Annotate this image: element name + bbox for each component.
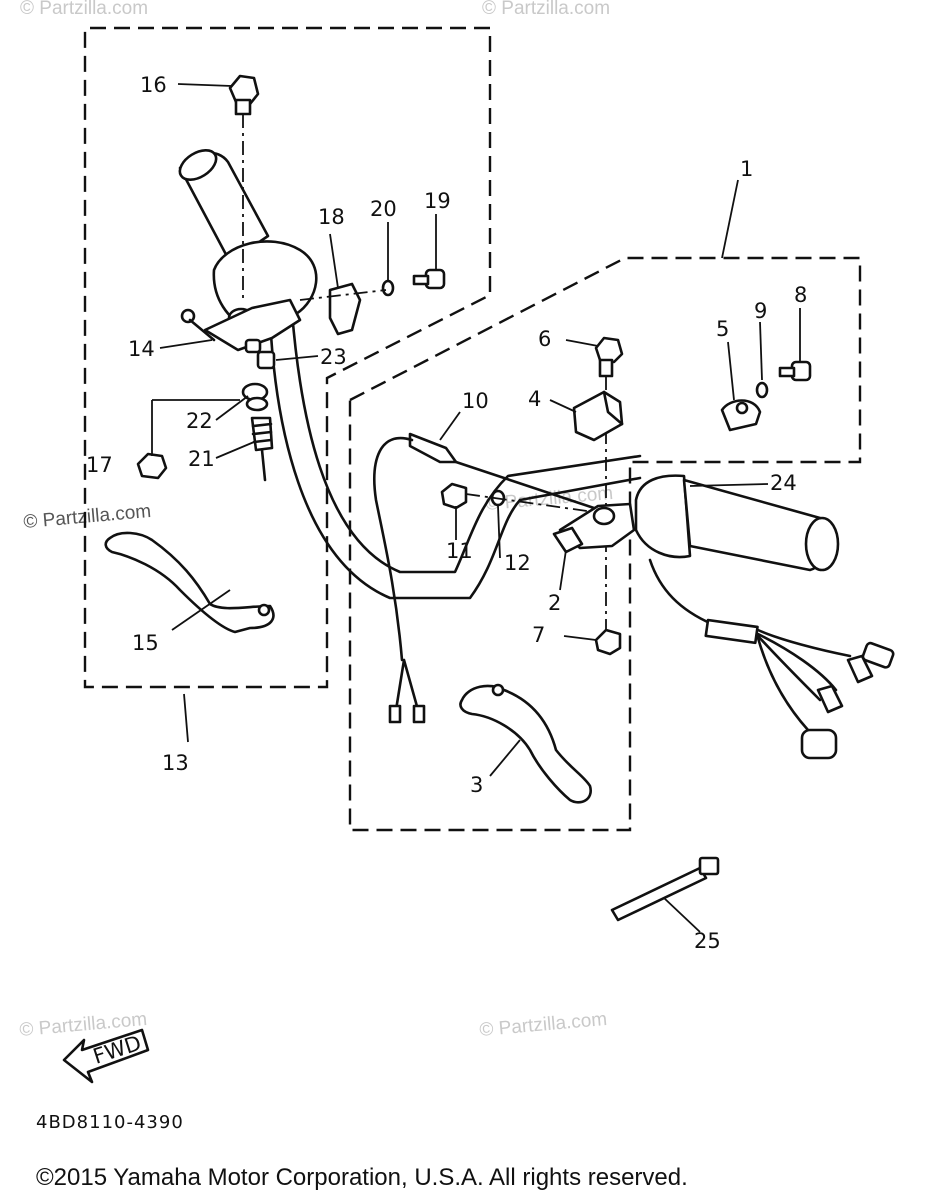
- screw-19: [412, 268, 446, 290]
- fwd-label: FWD: [90, 1031, 144, 1069]
- grip-switch-24: [634, 474, 895, 760]
- callout-23: 23: [320, 345, 347, 369]
- cable-tie-25: [610, 856, 720, 922]
- left-grip: [178, 149, 318, 332]
- assembly-13-outline: [83, 26, 492, 689]
- callout-17: 17: [86, 453, 113, 477]
- callout-8: 8: [794, 283, 807, 307]
- copyright: ©2015 Yamaha Motor Corporation, U.S.A. A…: [36, 1164, 688, 1191]
- bolt-16: [228, 74, 260, 300]
- nut-7: [594, 628, 622, 656]
- centerline-11: [465, 493, 595, 513]
- callout-12: 12: [504, 551, 531, 575]
- lever-15: [104, 531, 275, 634]
- callout-7: 7: [532, 623, 545, 647]
- nut-17: [136, 452, 168, 480]
- callout-15: 15: [132, 631, 159, 655]
- callout-11: 11: [446, 539, 473, 563]
- callout-25: 25: [694, 929, 721, 953]
- callout-13: 13: [162, 751, 189, 775]
- callout-21: 21: [188, 447, 215, 471]
- nut-11: [440, 482, 468, 510]
- callout-14: 14: [128, 337, 155, 361]
- lever-bracket-2: [552, 502, 636, 554]
- callout-19: 19: [424, 189, 451, 213]
- watermark-bottom-center: © Partzilla.com: [479, 1009, 608, 1041]
- handlebar: [268, 310, 642, 600]
- callout-1: 1: [740, 157, 753, 181]
- clamp-5: [720, 399, 762, 432]
- callout-24: 24: [770, 471, 797, 495]
- watermark-top-left: © Partzilla.com: [20, 0, 148, 19]
- adjuster-23: [244, 338, 276, 370]
- callout-18: 18: [318, 205, 345, 229]
- callout-3: 3: [470, 773, 483, 797]
- switch-4: [572, 390, 624, 442]
- callout-9: 9: [754, 299, 767, 323]
- nut-22: [241, 382, 269, 412]
- callout-6: 6: [538, 327, 551, 351]
- spring-21: [250, 416, 274, 482]
- switch-10: [408, 432, 602, 512]
- assembly-1-outline: [348, 256, 862, 832]
- leaders: [159, 83, 801, 933]
- watermark-mid-left: © Partzilla.com: [23, 501, 152, 533]
- callout-22: 22: [186, 409, 213, 433]
- callout-16: 16: [140, 73, 167, 97]
- callout-5: 5: [716, 317, 729, 341]
- diagram-code: 4BD8110-4390: [36, 1112, 184, 1133]
- wire-10: [373, 436, 426, 724]
- callout-20: 20: [370, 197, 397, 221]
- callout-2: 2: [548, 591, 561, 615]
- washer-20: [381, 279, 395, 297]
- washer-9: [755, 381, 769, 399]
- fwd-arrow-icon: FWD: [62, 1028, 150, 1084]
- lever-3: [459, 683, 592, 804]
- watermark-top-center: © Partzilla.com: [482, 0, 610, 19]
- callout-4: 4: [528, 387, 541, 411]
- bolt-6: [594, 336, 624, 640]
- callout-10: 10: [462, 389, 489, 413]
- screw-8: [778, 360, 812, 382]
